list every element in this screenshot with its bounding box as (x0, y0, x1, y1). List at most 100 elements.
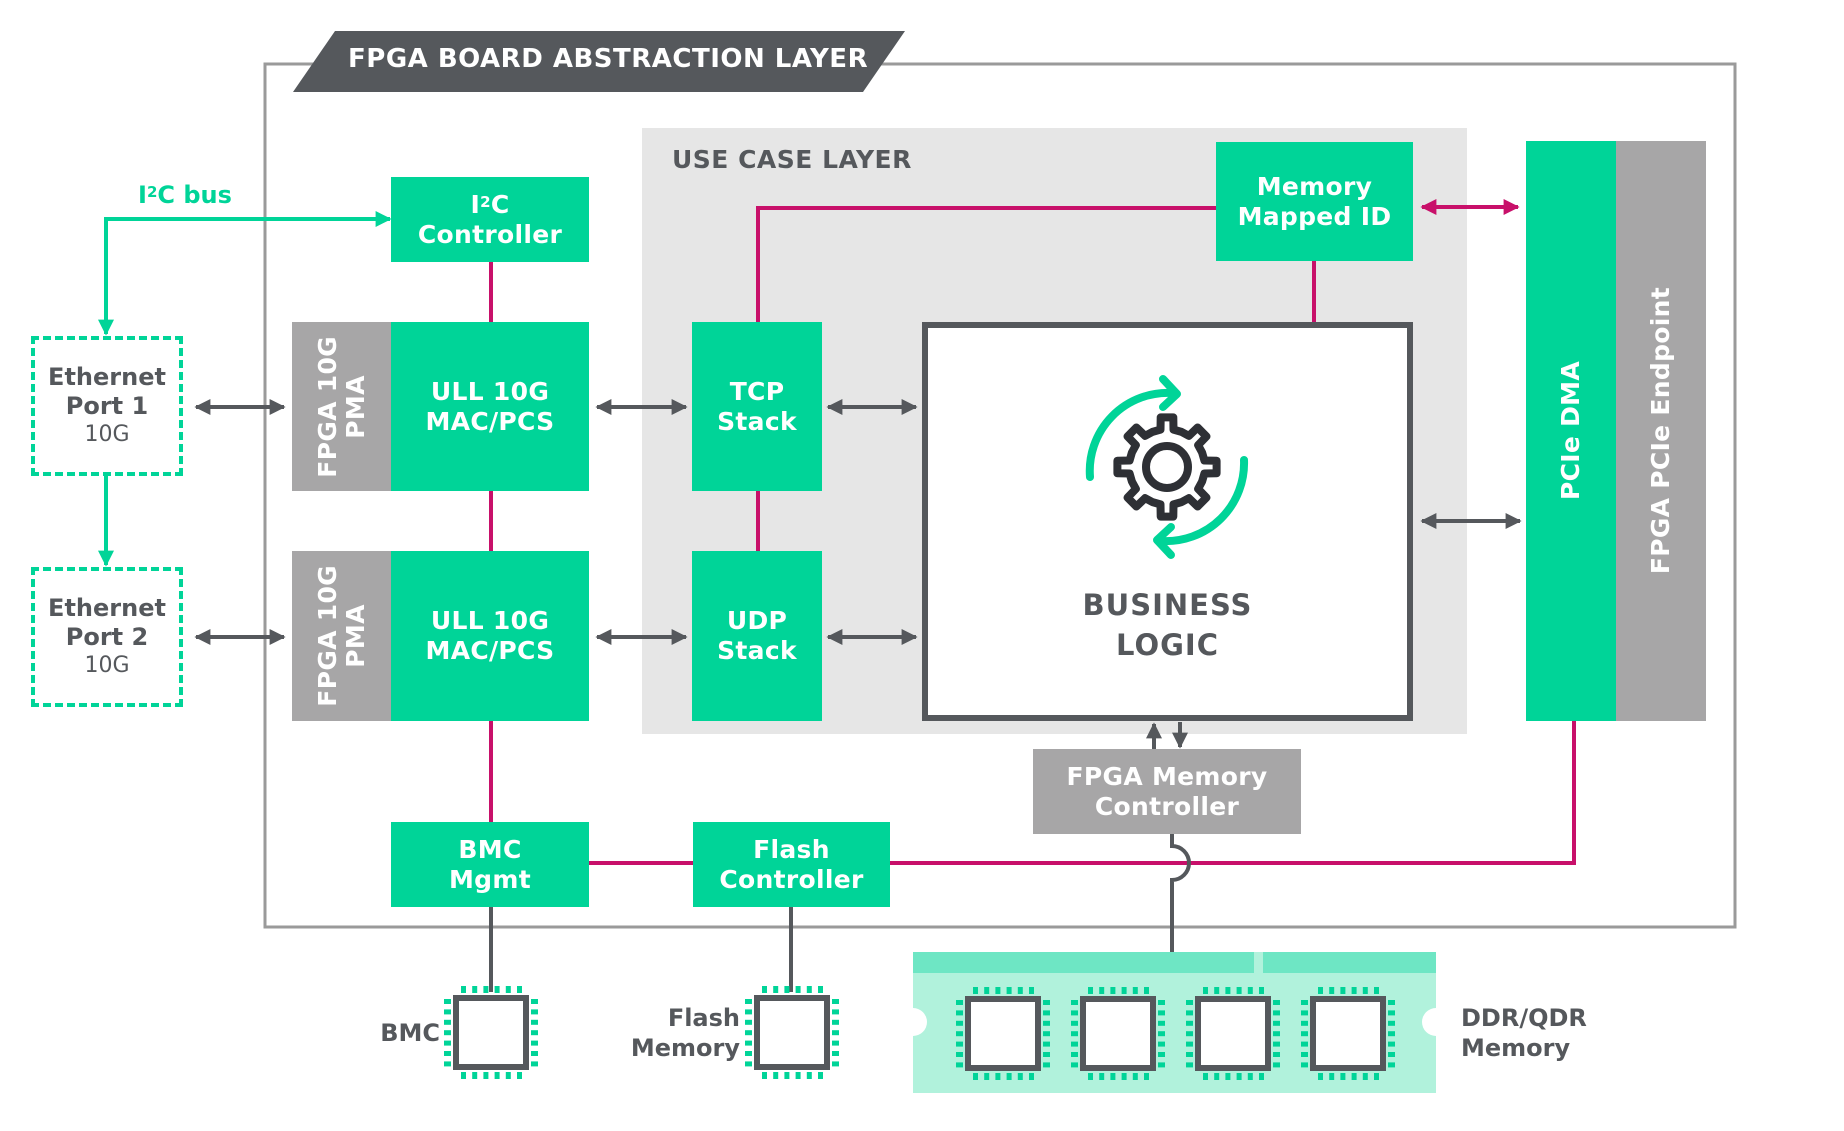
chip-pin (1273, 1000, 1280, 1005)
chip-pin (1158, 1052, 1165, 1057)
chip-pin (1362, 987, 1368, 994)
chip-pin (444, 1009, 451, 1015)
chip-pin (956, 1031, 963, 1037)
udp-stack-line1: UDP (726, 606, 788, 635)
chip-pin (1088, 987, 1093, 994)
chip-pin (956, 1052, 963, 1057)
chip-pin (1186, 1010, 1193, 1016)
bmc-mgmt-line2: Mgmt (449, 864, 531, 894)
chip-pin (531, 999, 538, 1004)
ddr-notch-left (913, 1008, 927, 1036)
chip-pin (444, 1019, 451, 1025)
pcie-dma-label: PCIe DMA (1556, 361, 1585, 501)
memory-controller-line1: FPGA Memory (1066, 761, 1268, 791)
tcp-stack-line2: Stack (717, 406, 797, 436)
chip-pin (832, 1030, 839, 1036)
chip-pin (1273, 1010, 1280, 1016)
chip-pin (1071, 1000, 1078, 1005)
use-case-layer-title: USE CASE LAYER (672, 145, 912, 174)
chip-pin (1099, 1073, 1105, 1080)
chip-pin (745, 1040, 752, 1046)
chip-pin (1351, 987, 1357, 994)
chip-pin (1318, 1073, 1323, 1080)
ddr-memory-line2: Memory (1461, 1034, 1571, 1062)
chip-pin (806, 986, 812, 993)
chip-pin (1247, 987, 1253, 994)
chip-pin (1247, 1073, 1253, 1080)
ddr-notch-right (1422, 1008, 1436, 1036)
chip-pin (832, 1019, 839, 1025)
pma-1-block: FPGA 10G PMA (292, 322, 391, 491)
ethernet-port-1-speed: 10G (84, 422, 130, 447)
chip-pin (1029, 1073, 1034, 1080)
bmc-chip (444, 986, 538, 1079)
i2c-bus-label-sup: 2 (146, 183, 158, 201)
chip-pin (1186, 1020, 1193, 1026)
chip-pin (1158, 1041, 1165, 1047)
chip-pin (531, 1051, 538, 1056)
pma-2-label: FPGA 10G PMA (312, 565, 370, 707)
chip-pin (1301, 1020, 1308, 1026)
chip-pin (1071, 1052, 1078, 1057)
chip-pin (745, 1061, 752, 1067)
pma-1-label: FPGA 10G PMA (312, 335, 370, 478)
ddr-chip-2 (1071, 987, 1165, 1080)
i2c-bus-label-base: I (138, 181, 147, 209)
chip-pin (1006, 1073, 1012, 1080)
chip-pin (1043, 1000, 1050, 1005)
chip-pin (1158, 1031, 1165, 1037)
chip-pin (531, 1009, 538, 1015)
tcp-stack-block: TCP Stack (692, 322, 822, 491)
chip-pin (1214, 1073, 1220, 1080)
pma-1-line2: PMA (340, 374, 370, 439)
chip-pin (1388, 1052, 1395, 1057)
chip-pin (531, 1030, 538, 1036)
pma-2-line2: PMA (340, 604, 370, 668)
chip-pin (1214, 987, 1220, 994)
bmc-mgmt-block: BMC Mgmt (391, 822, 589, 907)
chip-pin (1071, 1062, 1078, 1068)
ethernet-port-1: Ethernet Port 1 10G (31, 336, 183, 476)
pcie-endpoint-label: FPGA PCIe Endpoint (1646, 287, 1675, 575)
business-logic-label: BUSINESS LOGIC (925, 585, 1410, 665)
chip-pin (505, 986, 511, 993)
chip-pin (1388, 1000, 1395, 1005)
chip-pin (773, 986, 779, 993)
page-title: FPGA BOARD ABSTRACTION LAYER (348, 44, 869, 74)
udp-stack-block: UDP Stack (692, 551, 822, 721)
ddr-chip-4 (1301, 987, 1395, 1080)
gear-icon (1113, 413, 1221, 521)
chip-pin (1132, 1073, 1138, 1080)
memory-mapped-id-block: Memory Mapped ID (1216, 142, 1413, 261)
chip-body (1195, 996, 1271, 1071)
chip-pin (956, 1000, 963, 1005)
pma-2-line1: FPGA 10G (312, 565, 342, 707)
chip-pin (531, 1040, 538, 1046)
chip-pin (517, 986, 522, 993)
flash-controller-line2: Controller (719, 864, 864, 894)
chip-pin (1259, 1073, 1264, 1080)
chip-pin (1144, 987, 1149, 994)
chip-pin (806, 1072, 812, 1079)
pma-1-line1: FPGA 10G (312, 335, 342, 478)
chip-pin (517, 1072, 522, 1079)
chip-pin (784, 1072, 790, 1079)
chip-pin (1043, 1062, 1050, 1068)
chip-pin (1388, 1010, 1395, 1016)
mac-pcs-2-line2: MAC/PCS (425, 636, 555, 665)
chip-pin (1388, 1020, 1395, 1026)
chip-pin (444, 999, 451, 1004)
chip-pin (1144, 1073, 1149, 1080)
cycle-arrow-top (1085, 388, 1176, 481)
mac-pcs-1-block: ULL 10G MAC/PCS (391, 322, 589, 491)
chip-pin (956, 1010, 963, 1016)
chip-pin (745, 1019, 752, 1025)
chip-pin (1340, 987, 1346, 994)
chip-pin (1329, 1073, 1335, 1080)
chip-pin (1301, 1000, 1308, 1005)
chip-pin (1362, 1073, 1368, 1080)
i2c-bus-label: I2C bus (138, 180, 232, 210)
board-frame (263, 62, 1737, 929)
cycle-arrow-bottom (1158, 456, 1249, 546)
chip-pin (995, 987, 1001, 994)
